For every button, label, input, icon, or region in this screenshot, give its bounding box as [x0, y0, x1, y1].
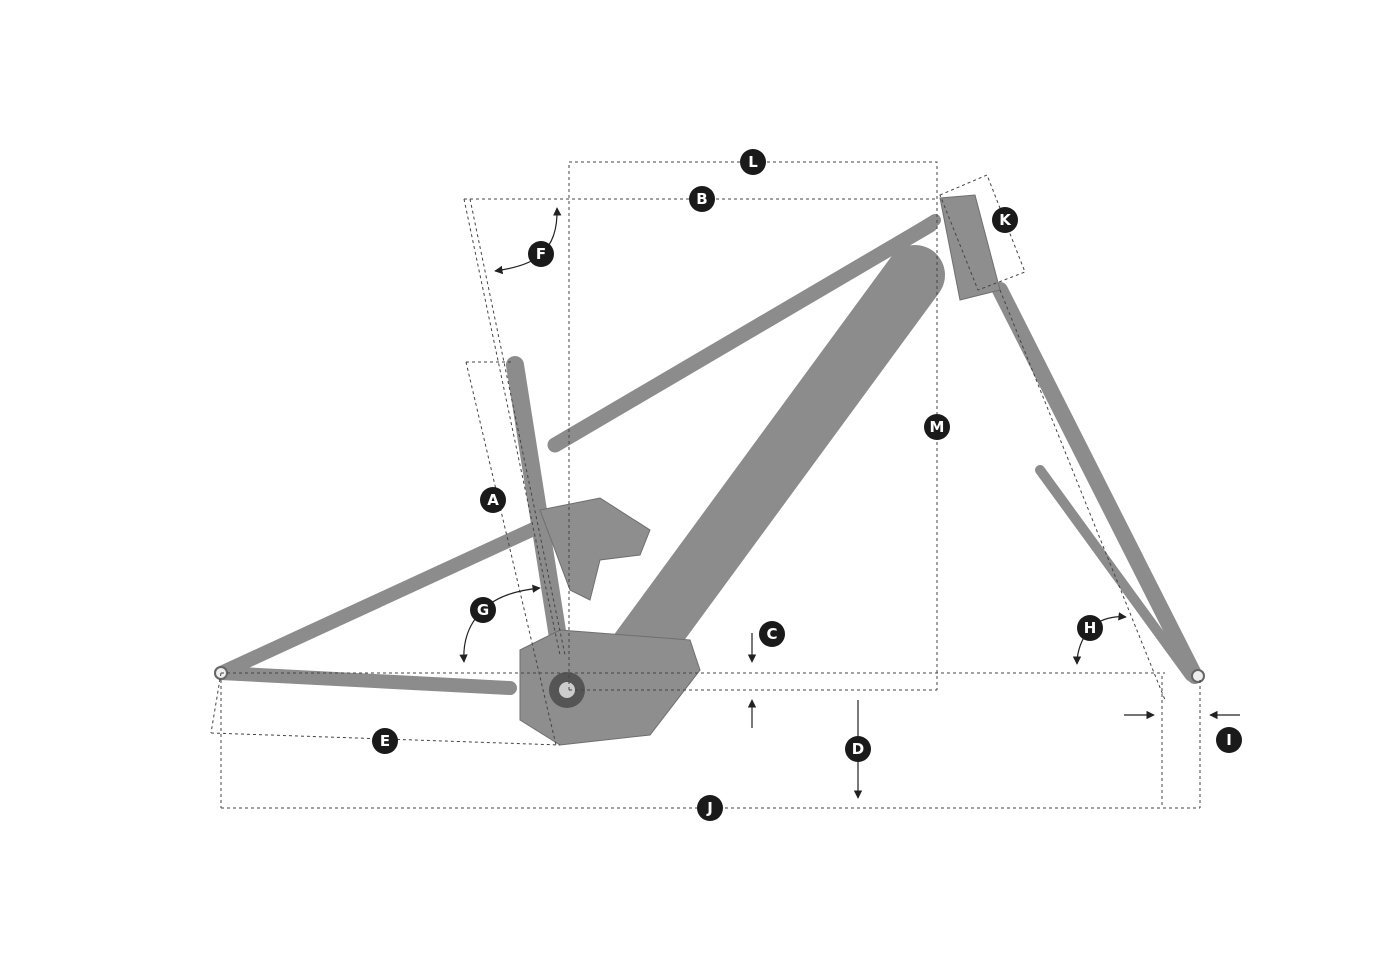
svg-text:L: L: [748, 153, 758, 171]
svg-text:G: G: [477, 601, 489, 619]
svg-text:D: D: [852, 740, 864, 758]
front-axle: [1191, 669, 1205, 683]
label-g: G: [470, 597, 496, 623]
svg-text:M: M: [930, 418, 945, 436]
svg-text:H: H: [1084, 619, 1097, 637]
label-h: H: [1077, 615, 1103, 641]
svg-text:F: F: [536, 245, 546, 263]
fork: [992, 282, 1203, 684]
svg-text:A: A: [487, 491, 499, 509]
label-i: I: [1216, 727, 1242, 753]
label-b: B: [689, 186, 715, 212]
head-tube: [939, 194, 1001, 301]
svg-text:E: E: [380, 732, 390, 750]
label-m: M: [924, 414, 950, 440]
label-d: D: [845, 736, 871, 762]
seat-tube: [506, 356, 569, 659]
label-l: L: [740, 149, 766, 175]
svg-text:B: B: [696, 190, 707, 208]
label-j: J: [697, 795, 723, 821]
label-f: F: [528, 241, 554, 267]
label-e: E: [372, 728, 398, 754]
seat-stay: [214, 503, 582, 680]
svg-text:C: C: [766, 625, 777, 643]
rocker-link: [539, 497, 651, 601]
label-a: A: [480, 487, 506, 513]
bike-frame: [214, 194, 1205, 746]
chain-stay: [214, 666, 517, 695]
label-k: K: [992, 207, 1018, 233]
label-c: C: [759, 621, 785, 647]
svg-text:J: J: [706, 799, 713, 817]
down-tube: [610, 245, 945, 680]
svg-text:K: K: [999, 211, 1012, 229]
svg-text:I: I: [1226, 731, 1232, 749]
motor-housing: [519, 629, 701, 746]
